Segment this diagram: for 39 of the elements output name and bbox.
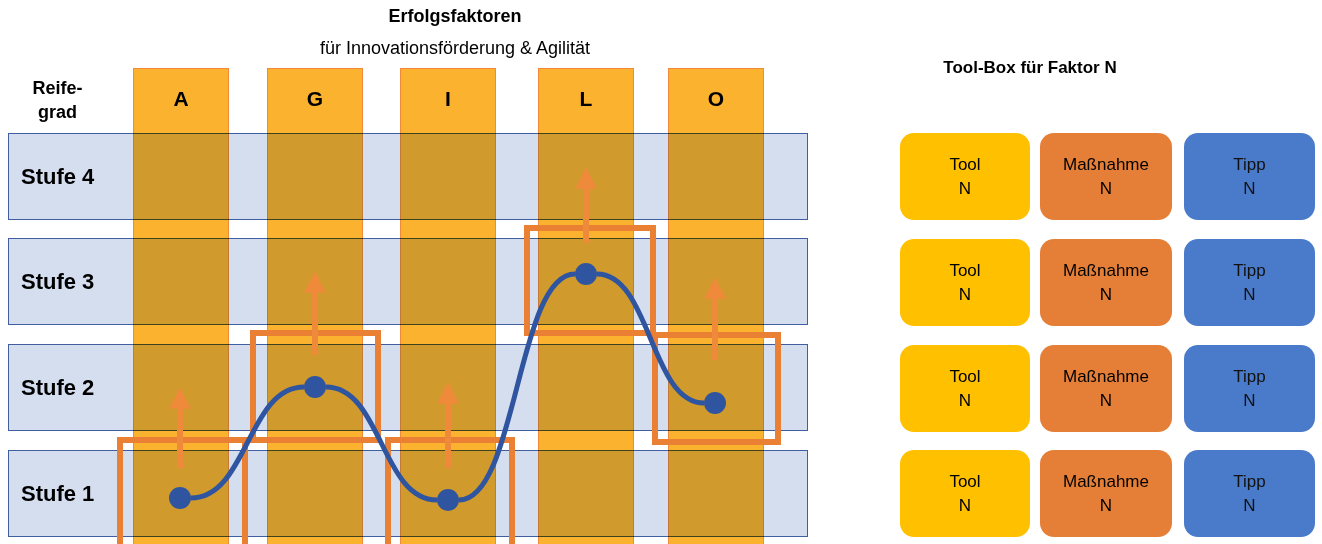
tool-card: Tool N [900,133,1030,220]
column-header [400,68,496,130]
column-heading: A [172,87,190,111]
curve-line [325,384,438,503]
column-header [267,68,363,130]
data-point [304,376,326,398]
tool-card: Maßnahme N [1040,345,1172,432]
data-point [575,263,597,285]
curve-line [596,271,705,406]
tool-card: Maßnahme N [1040,133,1172,220]
tool-card: Tipp N [1184,133,1315,220]
row-heading: Stufe 4 [21,163,95,190]
tool-card: Tipp N [1184,450,1315,537]
section-heading: Tool-Box für Faktor N [942,57,1118,79]
column-heading: I [444,87,452,111]
column-header [133,68,229,130]
row-heading: Stufe 3 [21,268,95,295]
curve-line [458,271,576,503]
curve-line [190,384,305,501]
data-point [169,487,191,509]
row-heading: Stufe 2 [21,374,95,401]
tool-card: Tipp N [1184,345,1315,432]
tool-card: Tool N [900,345,1030,432]
column-heading: O [706,87,726,111]
column-header [538,68,634,130]
tool-card: Tool N [900,450,1030,537]
column-heading: L [578,87,594,111]
row-heading: Stufe 1 [21,480,95,507]
diagram-title: Erfolgsfaktoren [387,6,523,27]
axis-heading: Reife- grad [31,77,84,124]
tool-card: Tipp N [1184,239,1315,326]
column-header [668,68,764,130]
column-heading: G [305,87,325,111]
tool-card: Tool N [900,239,1030,326]
tool-card: Maßnahme N [1040,450,1172,537]
data-point [704,392,726,414]
data-point [437,489,459,511]
subtitle: für Innovationsförderung & Agilität [318,37,592,60]
tool-card: Maßnahme N [1040,239,1172,326]
